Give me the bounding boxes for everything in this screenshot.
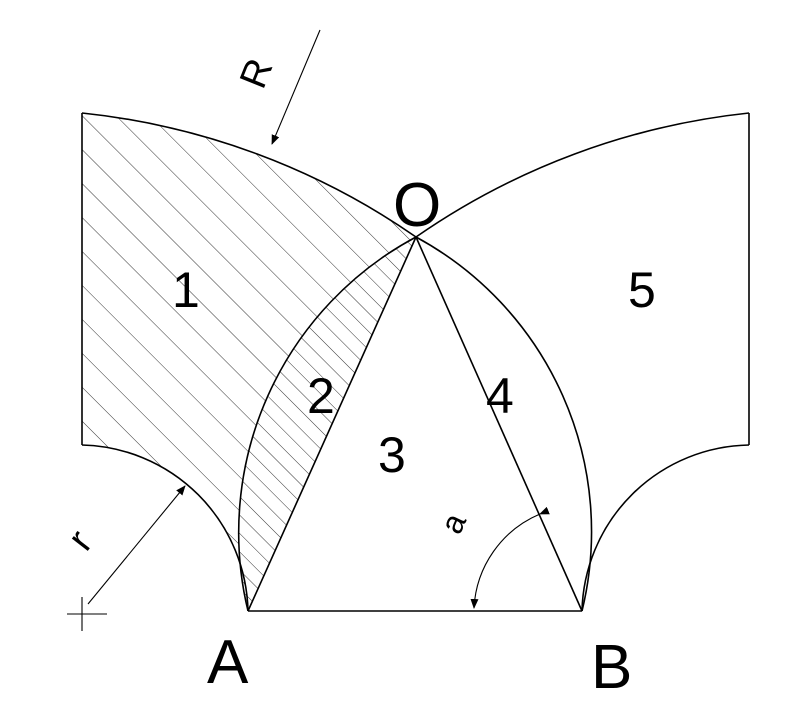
- region-4-label: 4: [486, 368, 514, 424]
- arc-inner-left: [237, 236, 417, 612]
- arc-R-right: [415, 112, 750, 238]
- region-1-label: 1: [172, 262, 200, 318]
- region-3-label: 3: [378, 427, 406, 483]
- point-O-label: O: [393, 171, 441, 240]
- angle-a-arc: [470, 506, 550, 609]
- dimension-r-leader: [87, 485, 186, 605]
- triangle-side-OB: [415, 236, 583, 612]
- arc-r-left: [81, 444, 249, 612]
- region-5-label: 5: [628, 262, 656, 318]
- arc-inner-right: [415, 236, 593, 612]
- triangle-side-OA: [247, 236, 417, 612]
- region-2-hatch: [238, 237, 416, 611]
- region-1-hatch: [82, 113, 416, 611]
- point-A-label: A: [207, 628, 249, 697]
- dimension-R-label: R: [232, 53, 281, 94]
- region-2-label: 2: [307, 368, 335, 424]
- angle-a-label: a: [433, 507, 473, 539]
- arc-r-right: [581, 444, 750, 612]
- point-B-label: B: [591, 633, 632, 702]
- dimension-r-label: r: [60, 522, 101, 558]
- dimension-R-leader: [271, 29, 321, 145]
- arc-R-left: [81, 112, 417, 238]
